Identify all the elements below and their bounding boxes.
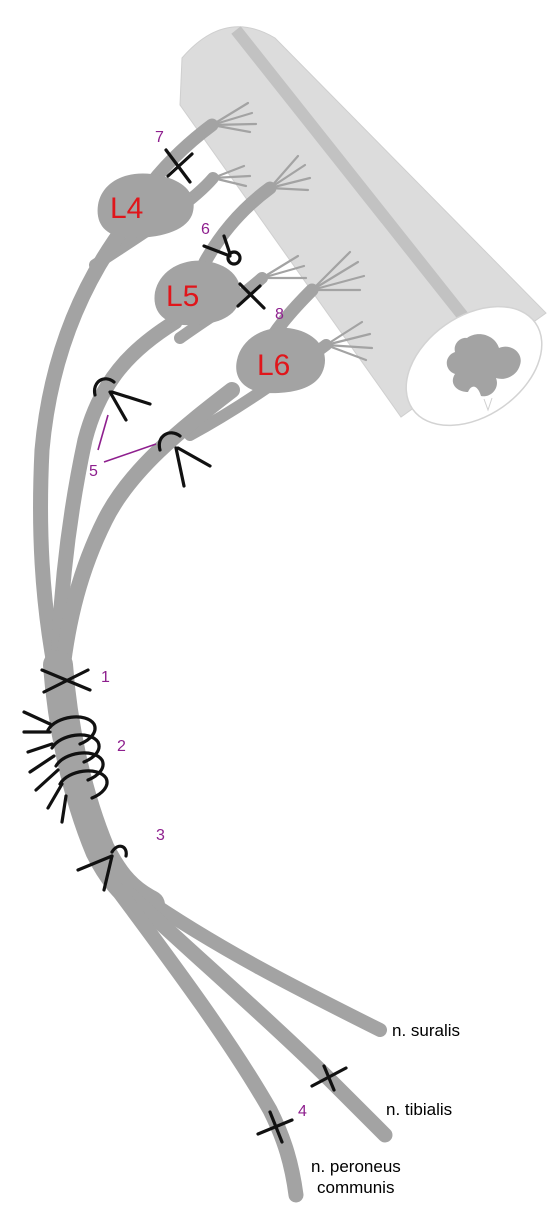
site-label-3: 3 xyxy=(156,827,165,844)
lesion-mark-5-lower xyxy=(157,431,212,488)
lesion-mark-1 xyxy=(40,668,92,694)
nerve-tibialis-branch xyxy=(122,887,393,1143)
lesion-mark-8 xyxy=(236,282,266,310)
spinal-cord-dorsal-stripe xyxy=(231,26,479,334)
l6-spinal-nerve xyxy=(54,382,240,680)
lesion-marks xyxy=(22,148,348,1144)
ganglion-label-l6: L6 xyxy=(257,349,290,382)
ganglion-label-l4: L4 xyxy=(110,192,143,225)
leader-line-5-upper xyxy=(97,414,109,451)
ganglion-l5-body xyxy=(154,260,241,326)
lesion-mark-7 xyxy=(164,148,194,184)
site-labels: 1 2 3 4 5 6 7 8 xyxy=(89,129,307,1120)
ganglion-label-l5: L5 xyxy=(166,280,199,313)
lesion-mark-5-upper xyxy=(92,377,152,422)
lesion-mark-6 xyxy=(202,234,242,266)
site-label-4: 4 xyxy=(298,1103,307,1120)
label-n-tibialis: n. tibialis xyxy=(386,1100,452,1119)
rootlet-fan xyxy=(324,320,374,362)
lesion-mark-3 xyxy=(76,844,128,892)
l4-spinal-nerve xyxy=(33,214,136,678)
lesion-mark-4-tibialis xyxy=(310,1064,348,1092)
ganglion-l6-body xyxy=(236,327,325,394)
nerve-suralis-branch xyxy=(133,888,387,1037)
site-label-6: 6 xyxy=(201,221,210,238)
lesion-mark-2-ligatures xyxy=(22,710,109,824)
l5-dorsal-root xyxy=(198,181,277,269)
leader-line-5-lower xyxy=(103,443,157,463)
label-n-suralis: n. suralis xyxy=(392,1021,460,1040)
rootlet-fan xyxy=(260,254,308,280)
sciatic-nerve-trunk xyxy=(43,650,165,920)
nerve-peroneus-communis-branch xyxy=(110,882,304,1203)
grey-matter xyxy=(446,334,521,397)
l5-spinal-nerve xyxy=(50,314,183,678)
site-label-2: 2 xyxy=(117,738,126,755)
lesion-mark-4-peroneus xyxy=(256,1110,294,1144)
site-label-5: 5 xyxy=(89,463,98,480)
site-label-1: 1 xyxy=(101,669,110,686)
site-label-8: 8 xyxy=(275,306,284,323)
ventral-fissure xyxy=(483,397,493,412)
label-n-peroneus: n. peroneus xyxy=(311,1157,401,1176)
label-communis: communis xyxy=(317,1178,394,1197)
nerve-labels: n. suralis n. tibialis n. peroneus commu… xyxy=(311,1021,460,1197)
ganglion-labels: L4 L5 L6 xyxy=(110,192,290,382)
ganglion-l4-body xyxy=(97,173,194,238)
ganglia xyxy=(97,173,325,394)
site-label-7: 7 xyxy=(155,129,164,146)
spinal-cord xyxy=(179,26,547,427)
rootlet-fan xyxy=(310,250,366,292)
